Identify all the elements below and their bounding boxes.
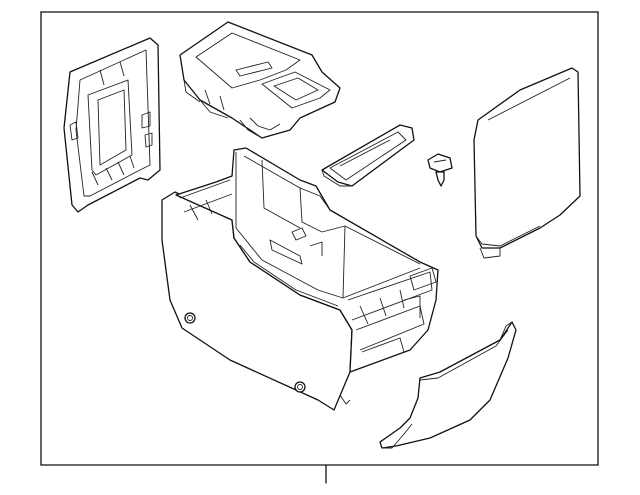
armrest-lid [473,67,581,259]
trim-clip-fastener [427,153,453,187]
console-rear-trim-panel [379,321,517,449]
console-top-tray [179,21,341,139]
console-side-trim-left [63,37,161,213]
console-base-assembly [161,147,439,411]
console-storage-bin-liner [321,124,415,187]
diagram-frame [40,11,599,484]
